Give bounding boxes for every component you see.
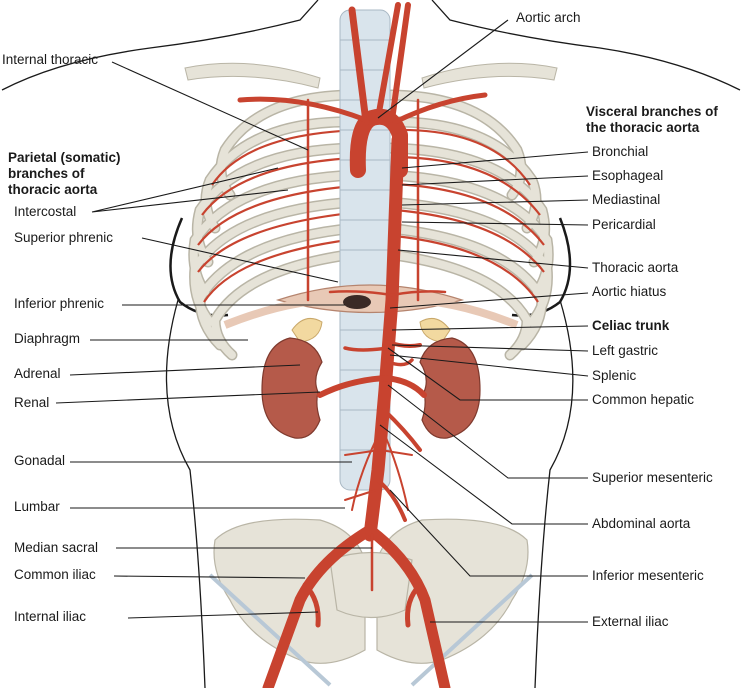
label-internal-thoracic: Internal thoracic [2, 52, 99, 67]
label-gonadal: Gonadal [14, 453, 66, 468]
label-inferior-mesenteric: Inferior mesenteric [592, 568, 704, 583]
label-common-hepatic: Common hepatic [592, 392, 695, 407]
label-abdominal-aorta: Abdominal aorta [592, 516, 691, 531]
label-diaphragm: Diaphragm [14, 331, 81, 346]
label-splenic: Splenic [592, 368, 637, 383]
label-pericardial: Pericardial [592, 217, 656, 232]
label-left-gastric: Left gastric [592, 343, 659, 358]
label-adrenal: Adrenal [14, 366, 61, 381]
heading-parietal-line-3: thoracic aorta [8, 182, 98, 197]
label-aortic-hiatus: Aortic hiatus [592, 284, 667, 299]
label-renal: Renal [14, 395, 50, 410]
inguinal-lines [208, 573, 534, 687]
label-aortic-arch: Aortic arch [516, 10, 581, 25]
label-inferior-phrenic: Inferior phrenic [14, 296, 105, 311]
label-celiac-trunk: Celiac trunk [592, 318, 670, 333]
label-superior-phrenic: Superior phrenic [14, 230, 114, 245]
heading-visceral-branches: Visceral branches of the thoracic aorta [586, 104, 718, 136]
heading-parietal-line-1: Parietal (somatic) [8, 150, 121, 165]
label-esophageal: Esophageal [592, 168, 664, 183]
label-external-iliac: External iliac [592, 614, 669, 629]
label-internal-iliac: Internal iliac [14, 609, 87, 624]
leader-lines [55, 19, 589, 623]
clavicles [184, 62, 558, 89]
heading-visceral-line-2: the thoracic aorta [586, 120, 700, 135]
adrenal-glands [291, 317, 451, 343]
label-superior-mesenteric: Superior mesenteric [592, 470, 713, 485]
label-bronchial: Bronchial [592, 144, 649, 159]
label-lumbar: Lumbar [14, 499, 60, 514]
heading-parietal-line-2: branches of [8, 166, 85, 181]
label-median-sacral: Median sacral [14, 540, 99, 555]
heading-visceral-line-1: Visceral branches of [586, 104, 718, 119]
label-intercostal: Intercostal [14, 204, 77, 219]
label-mediastinal: Mediastinal [592, 192, 661, 207]
label-thoracic-aorta: Thoracic aorta [592, 260, 679, 275]
heading-parietal-branches: Parietal (somatic) branches of thoracic … [8, 150, 121, 198]
label-common-iliac: Common iliac [14, 567, 96, 582]
arterial-tree [237, 2, 488, 688]
